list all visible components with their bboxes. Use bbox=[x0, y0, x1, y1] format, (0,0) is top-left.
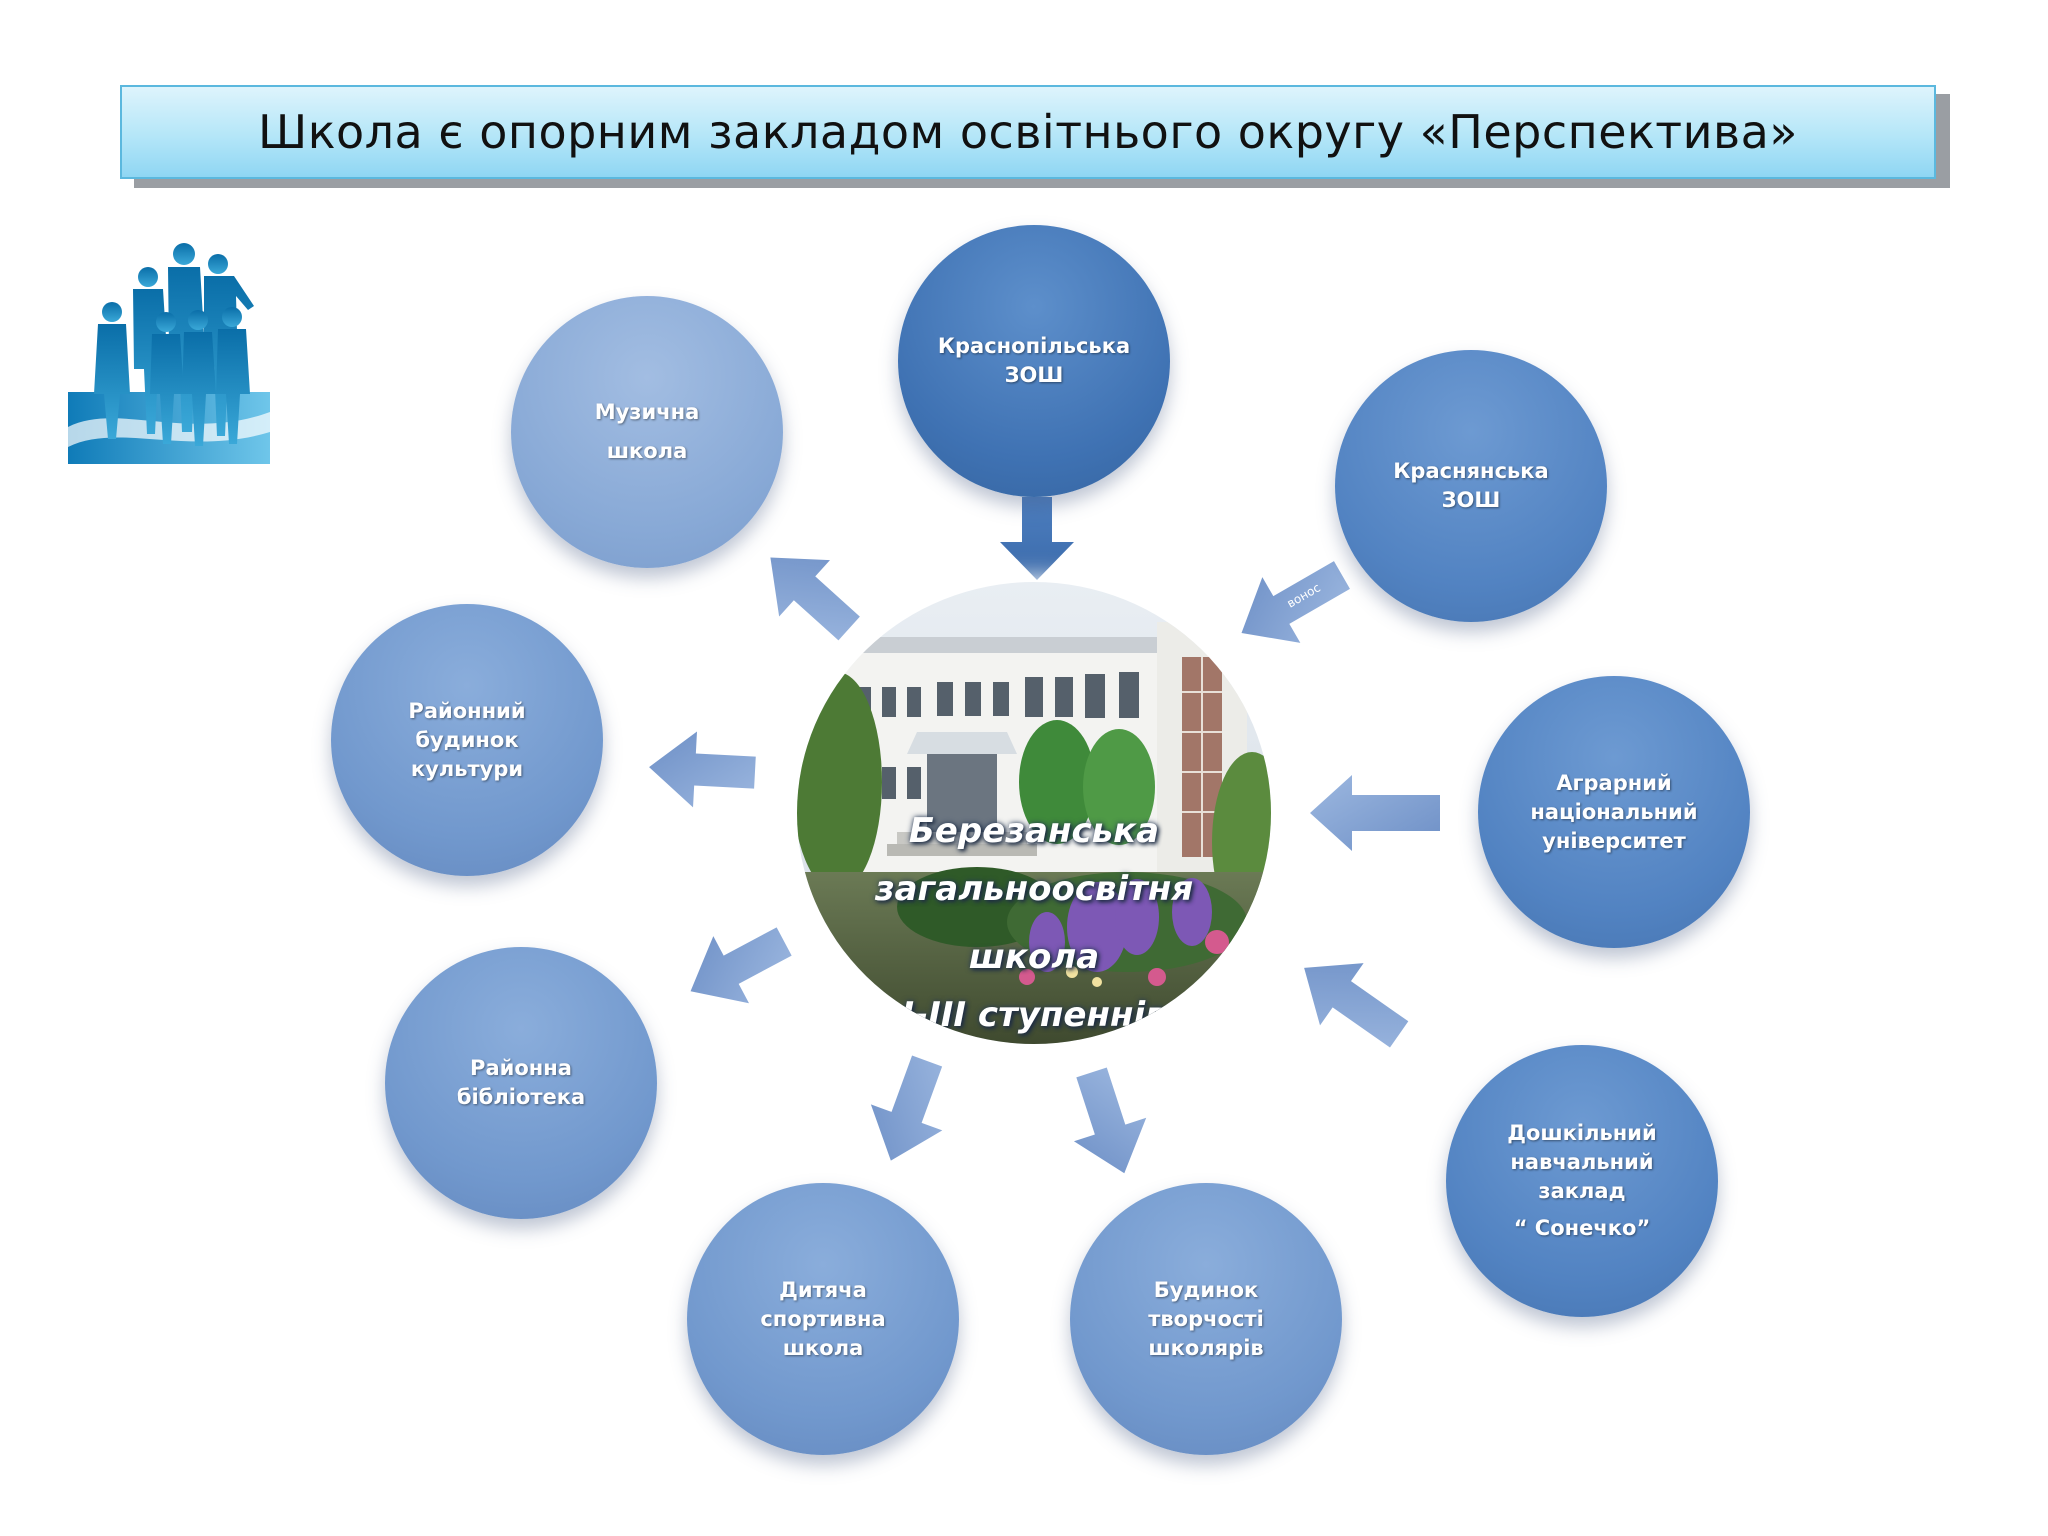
arrow-from-krasnianska bbox=[1241, 561, 1350, 643]
page-title: Школа є опорним закладом освітнього окру… bbox=[258, 105, 1798, 159]
arrow-from-preschool bbox=[1304, 963, 1409, 1048]
node-label: Дошкільний bbox=[1507, 1121, 1657, 1145]
node-label: школярів bbox=[1148, 1335, 1264, 1360]
arrow-to-music-school bbox=[770, 557, 860, 641]
node-label: університет bbox=[1542, 828, 1686, 853]
node-label: бібліотека bbox=[456, 1085, 586, 1109]
arrow-from-krasnopilska bbox=[1000, 497, 1074, 580]
node-label: Районна bbox=[470, 1056, 572, 1080]
node-label: творчості bbox=[1148, 1306, 1264, 1331]
node-label: Будинок bbox=[1153, 1277, 1259, 1302]
node-label: Аграрний bbox=[1556, 770, 1672, 795]
node-label: Музична bbox=[594, 400, 700, 424]
arrow-to-library bbox=[690, 927, 792, 1004]
node-label: культури bbox=[410, 756, 524, 781]
node-label: навчальний bbox=[1510, 1150, 1654, 1174]
node-krasnopilska: Краснопільська ЗОШ bbox=[898, 225, 1170, 497]
node-label: школа bbox=[606, 439, 688, 463]
node-krasnianska: Краснянська ЗОШ bbox=[1335, 350, 1607, 622]
node-label: національний bbox=[1530, 799, 1698, 824]
business-people-logo-icon bbox=[68, 243, 270, 464]
school-building-photo bbox=[797, 582, 1271, 1044]
node-label: школа bbox=[782, 1335, 864, 1360]
center-line: школа bbox=[968, 937, 1100, 977]
node-label: заклад bbox=[1538, 1179, 1626, 1203]
center-label: Березанська загальноосвітня школа І-ІІІ … bbox=[797, 811, 1271, 1044]
arrow-to-sports-school bbox=[870, 1055, 943, 1161]
arrow-to-creativity-house bbox=[1073, 1067, 1147, 1174]
node-label: Краснопільська bbox=[937, 334, 1131, 358]
node-label: Краснянська bbox=[1393, 459, 1549, 483]
node-music-school: Музична школа bbox=[511, 296, 783, 568]
node-library: Районна бібліотека bbox=[385, 947, 657, 1219]
arrow-to-culture-house bbox=[649, 731, 756, 808]
center-school-node: Березанська загальноосвітня школа І-ІІІ … bbox=[797, 582, 1271, 1044]
node-label: будинок bbox=[415, 727, 519, 752]
arrow-from-agrarian bbox=[1310, 775, 1440, 851]
node-sports-school: Дитяча спортивна школа bbox=[687, 1183, 959, 1455]
center-line: загальноосвітня bbox=[874, 869, 1194, 909]
center-line: І-ІІІ ступеннів bbox=[901, 995, 1167, 1035]
node-label: спортивна bbox=[760, 1306, 886, 1331]
node-label: “ Сонечко” bbox=[1513, 1216, 1651, 1240]
node-label: Дитяча bbox=[779, 1277, 867, 1302]
node-culture-house: Районний будинок культури bbox=[331, 604, 603, 876]
node-label: ЗОШ bbox=[1441, 488, 1501, 512]
node-creativity-house: Будинок творчості школярів bbox=[1070, 1183, 1342, 1455]
center-line: Березанська bbox=[908, 811, 1160, 851]
node-label: Районний bbox=[408, 698, 526, 723]
node-agrarian: Аграрний національний університет bbox=[1478, 676, 1750, 948]
node-preschool: Дошкільний навчальний заклад “ Сонечко” bbox=[1446, 1045, 1718, 1317]
node-label: ЗОШ bbox=[1004, 363, 1064, 387]
title-bar: Школа є опорним закладом освітнього окру… bbox=[120, 85, 1936, 179]
